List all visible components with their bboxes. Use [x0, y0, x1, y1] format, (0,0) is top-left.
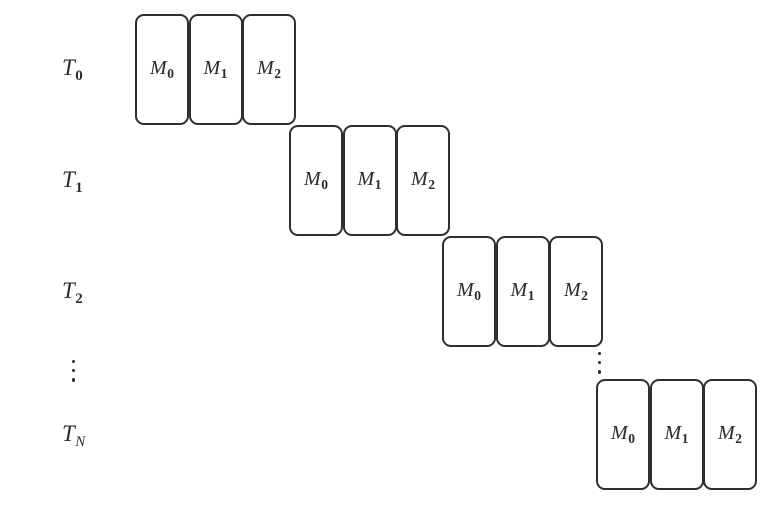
microbatch-box-m1[interactable]: M1 — [649, 379, 704, 490]
microbatch-label: M0 — [304, 169, 328, 192]
microbatch-label: M1 — [358, 169, 382, 192]
microbatch-subscript: 2 — [274, 66, 281, 82]
label-base: T — [62, 278, 75, 303]
microbatch-base: M — [304, 168, 321, 191]
microbatch-label: M0 — [150, 58, 174, 81]
label-base: T — [62, 167, 75, 192]
microbatch-box-m2[interactable]: M2 — [242, 14, 296, 125]
microbatch-label: M1 — [511, 280, 535, 303]
microbatch-base: M — [357, 168, 375, 191]
microbatch-label: M1 — [665, 423, 689, 446]
microbatch-subscript: 1 — [374, 177, 382, 193]
microbatch-label: M0 — [611, 423, 635, 446]
label-base: T — [62, 421, 75, 446]
microbatch-subscript: 0 — [167, 66, 174, 82]
microbatch-base: M — [510, 279, 528, 302]
microbatch-subscript: 2 — [581, 288, 588, 304]
time-step-label-t1: T1 — [62, 168, 83, 196]
microbatch-subscript: 0 — [474, 288, 481, 304]
microbatch-box-m1[interactable]: M1 — [495, 236, 550, 347]
microbatch-base: M — [457, 279, 474, 302]
vertical-ellipsis-rows-omitted-right — [598, 352, 602, 374]
microbatch-label: M2 — [564, 280, 588, 303]
microbatch-box-m0[interactable]: M0 — [135, 14, 189, 125]
microbatch-box-m2[interactable]: M2 — [396, 125, 450, 236]
microbatch-base: M — [564, 279, 581, 302]
microbatch-base: M — [203, 57, 221, 80]
microbatch-label: M2 — [257, 58, 281, 81]
microbatch-box-m1[interactable]: M1 — [188, 14, 243, 125]
microbatch-box-m2[interactable]: M2 — [703, 379, 757, 490]
microbatch-base: M — [257, 57, 274, 80]
microbatch-label: M0 — [457, 280, 481, 303]
microbatch-base: M — [150, 57, 167, 80]
microbatch-label: M2 — [411, 169, 435, 192]
microbatch-base: M — [611, 422, 628, 445]
microbatch-subscript: 2 — [428, 177, 435, 193]
microbatch-base: M — [664, 422, 682, 445]
label-subscript: N — [75, 433, 86, 450]
microbatch-box-m2[interactable]: M2 — [549, 236, 603, 347]
time-step-label-t0: T0 — [62, 56, 83, 84]
microbatch-base: M — [718, 422, 735, 445]
microbatch-box-m0[interactable]: M0 — [442, 236, 496, 347]
microbatch-subscript: 0 — [628, 431, 635, 447]
label-subscript: 0 — [75, 67, 83, 84]
microbatch-subscript: 1 — [527, 288, 535, 304]
label-subscript: 1 — [75, 179, 83, 196]
vertical-ellipsis-rows-omitted-left — [72, 360, 76, 382]
microbatch-subscript: 0 — [321, 177, 328, 193]
microbatch-subscript: 2 — [735, 431, 742, 447]
microbatch-box-m1[interactable]: M1 — [342, 125, 397, 236]
microbatch-base: M — [411, 168, 428, 191]
microbatch-label: M1 — [204, 58, 228, 81]
time-step-label-tn: TN — [62, 422, 85, 450]
label-base: T — [62, 55, 75, 80]
label-subscript: 2 — [75, 290, 83, 307]
microbatch-box-m0[interactable]: M0 — [596, 379, 650, 490]
microbatch-box-m0[interactable]: M0 — [289, 125, 343, 236]
microbatch-subscript: 1 — [220, 66, 228, 82]
time-step-label-t2: T2 — [62, 279, 83, 307]
microbatch-subscript: 1 — [681, 431, 689, 447]
microbatch-label: M2 — [718, 423, 742, 446]
